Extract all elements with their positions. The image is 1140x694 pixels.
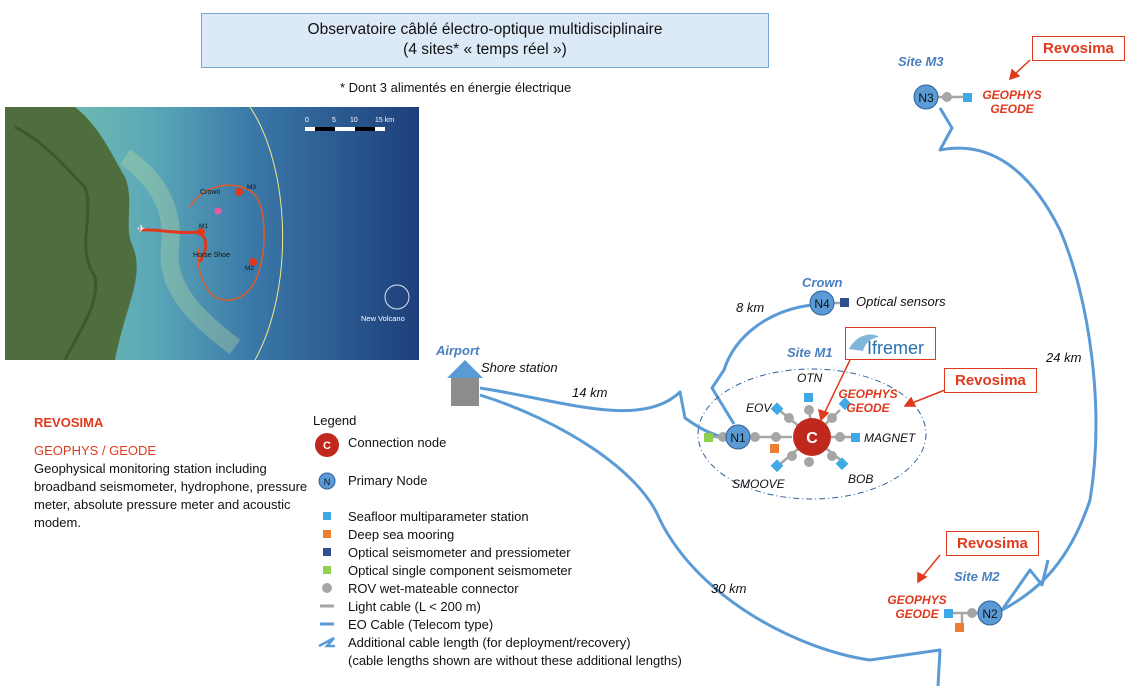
- map-site-m1: [197, 228, 205, 236]
- crown-label: Crown: [802, 275, 843, 290]
- magnet-station-icon: [851, 433, 860, 442]
- bob-label: BOB: [848, 472, 873, 486]
- title-line-1: Observatoire câblé électro-optique multi…: [307, 21, 663, 38]
- connector: [827, 451, 837, 461]
- node-n3: N3: [913, 84, 939, 110]
- connector: [827, 413, 837, 423]
- legend-title: Legend: [313, 413, 357, 428]
- m1-geode-label: GEODE: [846, 401, 890, 415]
- optical-sensors-label: Optical sensors: [856, 294, 946, 309]
- site-m3-label: Site M3: [898, 54, 944, 69]
- map-svg: ✈ 0 5 10 15 km Crown M1 Horse Shoe M3 M2…: [5, 107, 419, 360]
- m1-mooring-icon: [770, 444, 779, 453]
- geophys-station-icon: [838, 397, 852, 411]
- legend: Legend C Connection node N Primary Node …: [313, 413, 682, 668]
- title-box: Observatoire câblé électro-optique multi…: [201, 13, 769, 68]
- footnote: * Dont 3 alimentés en énergie électrique: [340, 80, 572, 95]
- eov-station-icon: [770, 402, 784, 416]
- m2-station-icon: [944, 609, 953, 618]
- eov-label: EOV: [746, 401, 772, 415]
- node-c: C: [793, 418, 831, 456]
- revosima-box-m3: Revosima: [1032, 36, 1125, 61]
- smoove-station-icon: [770, 459, 784, 473]
- legend-node-c: C: [323, 440, 331, 452]
- map-site-crown: [214, 207, 222, 215]
- geophys-heading: GEOPHYS / GEODE: [34, 443, 157, 458]
- m3-geode-label: GEODE: [990, 102, 1034, 116]
- site-m2-label: Site M2: [954, 569, 1000, 584]
- crown-optical-icon: [840, 298, 849, 307]
- limit-line: [249, 107, 284, 360]
- node-n3-label: N3: [918, 91, 934, 105]
- m1-geophys-label: GEOPHYS: [838, 387, 897, 401]
- bathymetry-map: ✈ 0 5 10 15 km Crown M1 Horse Shoe M3 M2…: [5, 107, 419, 360]
- m3-station-icon: [963, 93, 972, 102]
- magnet-label: MAGNET: [864, 431, 917, 445]
- shore-station-icon: [451, 378, 479, 406]
- map-label-m1: M1: [199, 223, 208, 230]
- map-label-m2: M2: [245, 265, 254, 272]
- map-cable-loop: [189, 184, 265, 301]
- site-m1-label: Site M1: [787, 345, 833, 360]
- connector: [784, 413, 794, 423]
- node-n2-label: N2: [982, 607, 998, 621]
- map-site-m3: [235, 188, 243, 196]
- island-land: [5, 107, 137, 360]
- node-n4: N4: [809, 290, 835, 316]
- connector: [835, 432, 845, 442]
- connector: [750, 432, 760, 442]
- connector: [804, 457, 814, 467]
- legend-node-n: N: [324, 477, 331, 487]
- scale-tick-0: 0: [305, 117, 309, 124]
- distance-14km: 14 km: [572, 385, 608, 400]
- scale-tick-10: 10: [350, 117, 358, 124]
- new-volcano-outline: [384, 284, 410, 310]
- ifremer-logo: Ifremer: [845, 327, 936, 360]
- ifremer-wave-icon: [849, 334, 879, 351]
- bob-station-icon: [835, 457, 849, 471]
- revosima-arrows: [818, 59, 1031, 584]
- geophys-description: Geophysical monitoring station including…: [34, 461, 308, 530]
- title-line-2: (4 sites* « temps réel »): [403, 41, 567, 58]
- airport-label: Airport: [435, 343, 480, 358]
- map-label-crown: Crown: [200, 189, 220, 196]
- node-n4-label: N4: [814, 297, 830, 311]
- scale-tick-15: 15 km: [375, 117, 394, 124]
- node-n2: N2: [977, 600, 1003, 626]
- connector: [967, 608, 977, 618]
- connector: [942, 92, 952, 102]
- connector: [804, 405, 814, 415]
- map-label-m3: M3: [247, 184, 256, 191]
- m2-geode-label: GEODE: [895, 607, 939, 621]
- otn-station-icon: [804, 393, 813, 402]
- scale-tick-5: 5: [332, 117, 336, 124]
- distance-24km: 24 km: [1045, 350, 1082, 365]
- m2-geophys-label: GEOPHYS: [887, 593, 946, 607]
- m2-mooring-icon: [955, 623, 964, 632]
- revosima-box-m2: Revosima: [946, 531, 1039, 556]
- geophys-info: REVOSIMA GEOPHYS / GEODE Geophysical mon…: [34, 414, 314, 532]
- m3-geophys-label: GEOPHYS: [982, 88, 1041, 102]
- connector: [771, 432, 781, 442]
- cable-slack-m2: [1000, 559, 1050, 611]
- ifremer-text: Ifremer: [867, 338, 924, 358]
- connector: [787, 451, 797, 461]
- revosima-box-m1: Revosima: [944, 368, 1037, 393]
- node-c-label: C: [806, 430, 818, 447]
- shore-station-label: Shore station: [481, 360, 558, 375]
- otn-label: OTN: [797, 371, 823, 385]
- scale-bar: [305, 127, 385, 131]
- map-label-horse-shoe: Horse Shoe: [193, 252, 230, 259]
- revosima-heading: REVOSIMA: [34, 415, 104, 430]
- map-site-m2: [249, 258, 257, 266]
- airplane-icon: ✈: [137, 224, 145, 235]
- distance-8km: 8 km: [736, 300, 764, 315]
- smoove-label: SMOOVE: [732, 477, 786, 491]
- shore-station-roof: [447, 360, 483, 378]
- map-label-new-volcano: New Volcano: [361, 314, 405, 323]
- cable-n1-n4: [710, 303, 813, 425]
